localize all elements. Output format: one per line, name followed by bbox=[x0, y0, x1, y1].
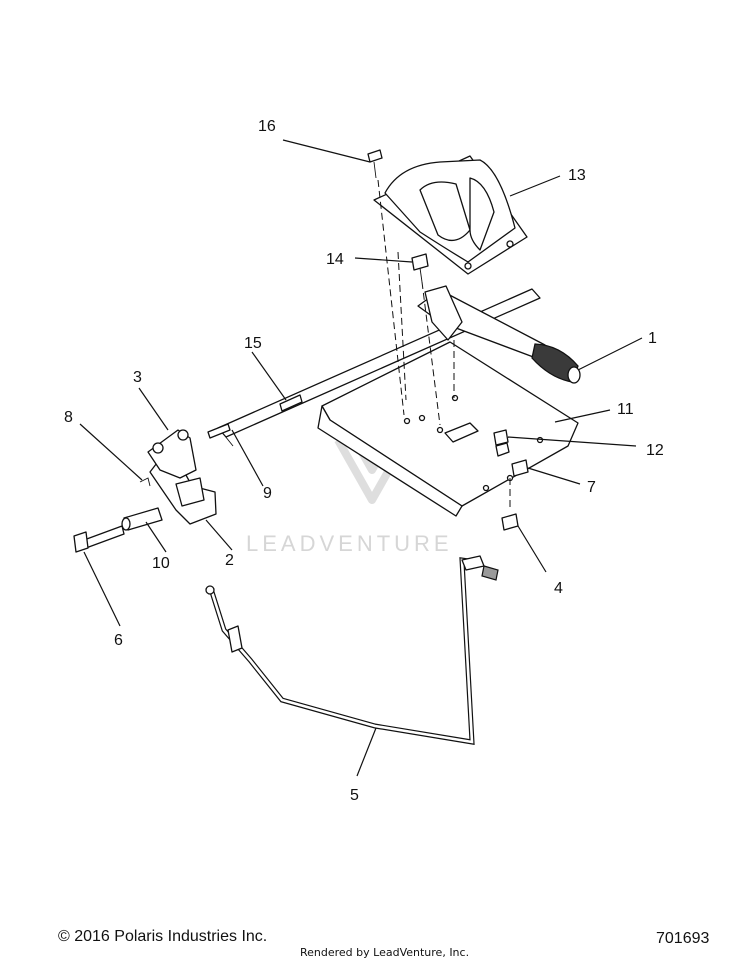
rendered-by-credit: Rendered by LeadVenture, Inc. bbox=[300, 946, 470, 959]
part-4-nut bbox=[501, 513, 519, 531]
callout-3: 3 bbox=[133, 369, 142, 386]
assembly-guide-lines bbox=[377, 179, 511, 510]
part-16-screw bbox=[367, 149, 383, 179]
callout-2: 2 bbox=[225, 552, 234, 569]
leader-lines bbox=[79, 139, 643, 777]
copyright-notice: © 2016 Polaris Industries Inc. bbox=[58, 928, 268, 945]
part-9-pin bbox=[207, 423, 231, 439]
part-7-nut bbox=[495, 442, 529, 477]
part-10-bushing bbox=[121, 507, 163, 531]
part-13-boot-cover bbox=[373, 155, 528, 275]
part-12-nut bbox=[493, 429, 509, 446]
part-3-lever-arm bbox=[147, 429, 197, 479]
callout-12: 12 bbox=[646, 442, 664, 459]
callout-10: 10 bbox=[152, 555, 170, 572]
part-1-brake-lever bbox=[417, 285, 581, 384]
callout-9: 9 bbox=[263, 485, 272, 502]
drawing-number: 701693 bbox=[656, 930, 710, 947]
watermark-text: LEADVENTURE bbox=[246, 531, 453, 556]
part-5-brake-cable bbox=[205, 555, 499, 745]
callout-13: 13 bbox=[568, 167, 586, 184]
callout-15: 15 bbox=[244, 335, 262, 352]
callout-7: 7 bbox=[587, 479, 596, 496]
callout-14: 14 bbox=[326, 251, 344, 268]
callout-16: 16 bbox=[258, 118, 276, 135]
callout-11: 11 bbox=[617, 401, 634, 418]
callout-1: 1 bbox=[648, 330, 657, 347]
callout-4: 4 bbox=[554, 580, 563, 597]
part-6-bolt bbox=[73, 525, 125, 553]
callout-8: 8 bbox=[64, 409, 73, 426]
part-14-bolt bbox=[411, 253, 429, 283]
callout-5: 5 bbox=[350, 787, 359, 804]
part-8-clip bbox=[139, 477, 151, 487]
callout-6: 6 bbox=[114, 632, 123, 649]
